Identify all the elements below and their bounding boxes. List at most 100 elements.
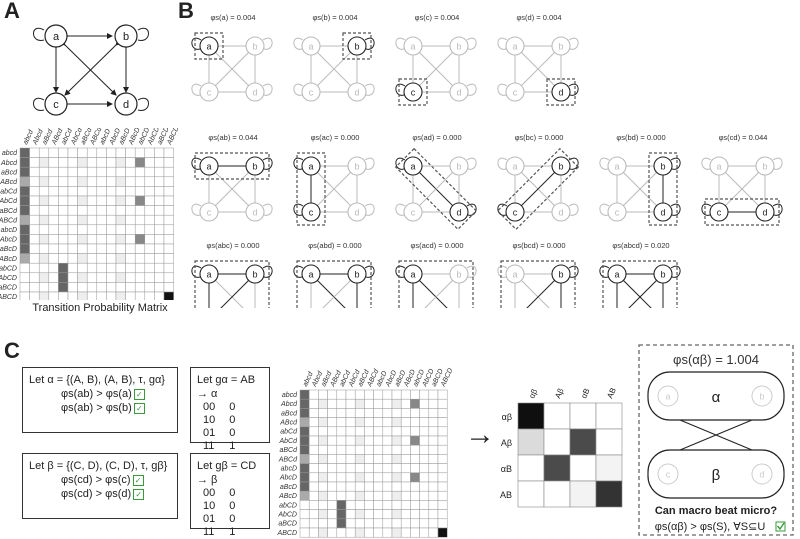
tpm-cell [428,398,439,409]
tpm-cell [336,509,347,520]
tpm-cell [373,435,384,446]
tpm-cell [428,490,439,501]
alpha-ineq-2: φs(ab) > φs(b) [61,402,132,414]
tpm-cell [58,224,69,235]
node-label: c [717,208,722,218]
tpm-cell [48,272,59,283]
tpm-cell [38,214,50,226]
beta-definition-box: Let β = {(C, D), (C, D), τ, gβ} φs(cd) >… [22,453,178,519]
tpm-cell [364,408,374,418]
self-loop [466,203,477,216]
tpm-cell [106,205,117,216]
tpm-cell [345,408,356,418]
tpm-cell [354,389,365,400]
subsystem-box [500,260,576,308]
tpm-cell [382,417,393,428]
tpm-cell [106,282,117,293]
tpm-cell [308,408,319,418]
tpm-cell [144,234,155,245]
node-label: c [207,88,212,98]
self-loop [262,83,273,96]
tpm-cell [77,166,88,178]
node-circle [551,202,571,222]
tpm-cell [67,243,78,254]
self-loop [599,157,610,170]
tpm-cell [67,186,78,197]
node-circle [449,156,469,176]
edge-line [220,273,256,308]
truth-table-cell: 1 [229,440,236,452]
node-label: a [512,42,517,52]
tpm-cell [410,472,420,483]
tpm-cell [106,243,117,254]
tpm-cell [86,291,98,300]
tpm-cell [327,454,338,464]
self-loop [262,265,273,278]
tpm-cell [308,463,319,474]
tpm-caption: Transition Probability Matrix [32,302,168,314]
tpm-cell [19,234,30,245]
tpm-row-label: ABcd [0,179,18,186]
tpm-cell [437,398,448,409]
beta-group [647,449,785,499]
tpm-cell [134,176,146,187]
truth-table-cell: 0 [229,427,236,439]
tpm-cell [144,176,155,187]
node-label: b [558,270,563,280]
tpm-cell [77,195,88,206]
node-label: a [410,162,415,172]
tpm-cell [354,398,365,409]
tpm-cell [38,176,50,187]
edge-line [718,165,766,213]
tpm-cell [382,389,393,400]
tpm-cell [58,282,69,293]
self-loop [497,157,508,170]
tpm-cell [327,472,338,483]
tpm-cell [437,389,448,400]
panel-a-network: a b c d [33,24,149,116]
tpm-cell [29,195,40,206]
tpm-cell [391,389,402,400]
node-circle [505,202,525,222]
tpm-cell [106,186,117,197]
tpm-cell [391,398,402,409]
tpm-cell [373,518,384,529]
node-label: a [308,42,313,52]
tpm-cell [400,398,411,409]
tpm-cell [373,444,384,455]
subsystem-box [602,260,678,308]
tpm-cell [134,195,146,206]
phi-value-label: φs(a) = 0.004 [210,13,255,22]
tpm-cell [67,195,78,206]
node-label: d [252,208,257,218]
node-c-label: c [53,99,59,111]
tpm-row-label: ABCd [278,456,298,463]
tpm-cell [364,444,374,455]
tpm-cell [154,186,165,197]
edge-line [412,165,460,213]
self-loop [191,157,202,170]
tpm-cell [163,291,174,300]
node-circle [199,264,219,284]
beta-ineq-2: φs(cd) > φs(d) [61,488,132,500]
node-circle [245,82,265,102]
tpm-cell [19,166,30,178]
self-loop [670,203,681,216]
tpm-cell [48,291,59,300]
self-loop [293,83,304,96]
check-icon: ✓ [133,402,145,414]
self-loop [466,83,477,96]
macro-cell [543,428,571,456]
node-circle [245,36,265,56]
truth-table-cell: 0 [229,500,236,512]
self-loop [395,203,406,216]
node-circle [505,82,525,102]
tpm-row-label: abCd [280,429,298,436]
node-label: d [354,88,359,98]
tpm-cell [391,481,402,492]
tpm-cell [364,389,374,400]
tpm-cell [308,509,319,520]
tpm-row-label: Abcd [280,401,298,408]
